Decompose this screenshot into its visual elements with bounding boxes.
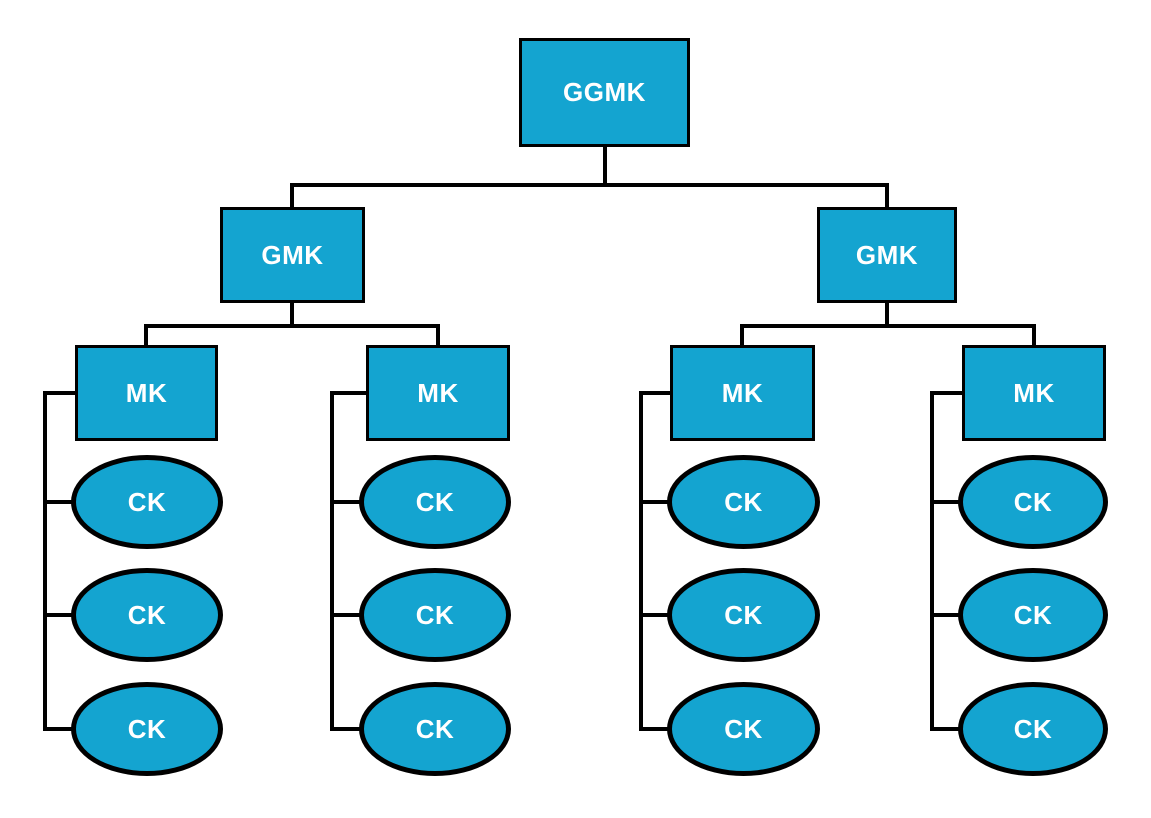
node-ggmk: GGMK — [519, 38, 690, 147]
node-ck-1-3: CK — [71, 682, 223, 776]
connector-line — [436, 324, 440, 349]
connector-line — [144, 324, 440, 328]
connector-line — [639, 500, 681, 504]
node-label: CK — [415, 486, 455, 517]
node-mk-4: MK — [962, 345, 1106, 441]
node-label: GGMK — [563, 77, 646, 107]
connector-line — [330, 500, 374, 504]
connector-line — [639, 391, 676, 395]
node-ck-3-3: CK — [667, 682, 820, 776]
node-mk-3: MK — [670, 345, 815, 441]
connector-line — [639, 613, 681, 617]
connector-line — [740, 324, 1036, 328]
node-gmk-right: GMK — [817, 207, 957, 303]
connector-line — [1032, 324, 1036, 349]
node-label: MK — [1013, 377, 1055, 408]
connector-line — [290, 183, 294, 211]
connector-line — [144, 324, 148, 349]
connector-line — [930, 500, 972, 504]
node-ck-1-1: CK — [71, 455, 223, 549]
node-label: CK — [127, 486, 167, 517]
connector-line — [930, 391, 968, 395]
connector-line — [639, 727, 681, 731]
node-mk-1: MK — [75, 345, 218, 441]
connector-line — [930, 727, 972, 731]
node-label: CK — [1013, 599, 1053, 630]
connector-line — [43, 391, 79, 395]
connector-line — [930, 391, 934, 731]
node-label: CK — [724, 599, 763, 630]
node-label: CK — [415, 599, 455, 630]
node-label: CK — [127, 599, 167, 630]
connector-line — [930, 613, 972, 617]
connector-line — [43, 613, 85, 617]
connector-line — [43, 500, 85, 504]
node-ck-3-1: CK — [667, 455, 820, 549]
connector-line — [639, 391, 643, 731]
connector-line — [290, 303, 294, 328]
node-mk-2: MK — [366, 345, 510, 441]
node-ck-4-3: CK — [958, 682, 1108, 776]
connector-line — [885, 303, 889, 328]
node-ck-2-1: CK — [359, 455, 511, 549]
node-ck-4-1: CK — [958, 455, 1108, 549]
node-label: CK — [1013, 713, 1053, 744]
node-label: CK — [415, 713, 455, 744]
node-ck-2-3: CK — [359, 682, 511, 776]
connector-line — [885, 183, 889, 211]
node-label: MK — [417, 377, 459, 408]
node-ck-1-2: CK — [71, 568, 223, 662]
node-ck-3-2: CK — [667, 568, 820, 662]
node-label: CK — [127, 713, 167, 744]
node-ck-2-2: CK — [359, 568, 511, 662]
node-label: GMK — [855, 239, 919, 270]
node-label: CK — [1013, 486, 1053, 517]
node-label: MK — [125, 377, 168, 408]
node-ck-4-2: CK — [958, 568, 1108, 662]
connector-line — [330, 613, 374, 617]
connector-line — [290, 183, 889, 187]
node-label: CK — [724, 713, 763, 744]
node-label: GMK — [261, 239, 324, 270]
connector-line — [43, 391, 47, 731]
connector-line — [330, 391, 334, 731]
connector-line — [603, 147, 607, 187]
connector-line — [43, 727, 85, 731]
node-label: CK — [724, 486, 763, 517]
connector-line — [740, 324, 744, 349]
node-gmk-left: GMK — [220, 207, 365, 303]
connector-line — [330, 727, 374, 731]
connector-line — [330, 391, 370, 395]
node-label: MK — [721, 377, 764, 408]
